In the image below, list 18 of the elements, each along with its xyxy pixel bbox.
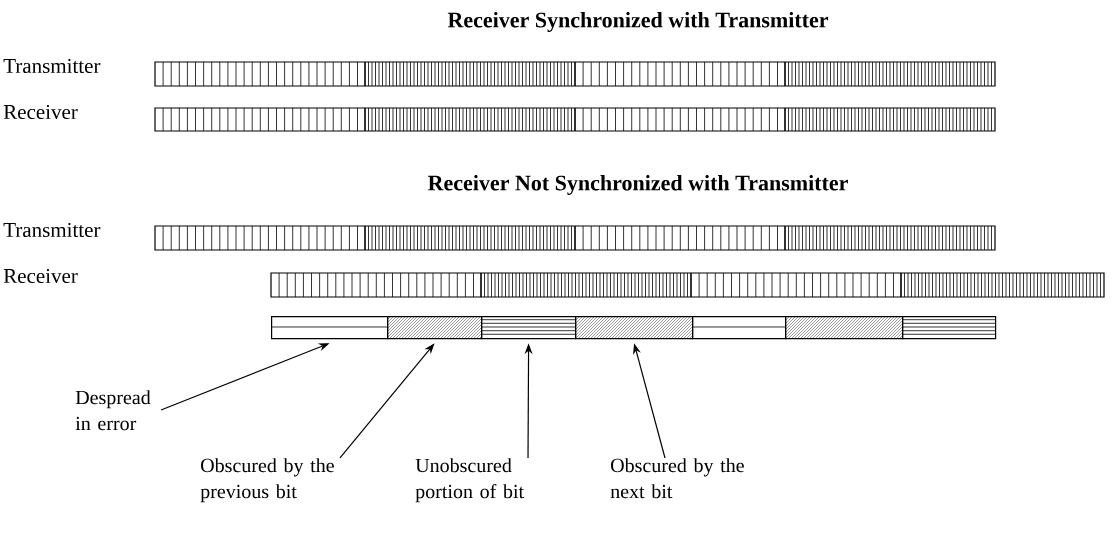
leader-arrow	[339, 343, 435, 459]
bit-segment	[387, 316, 483, 340]
callout-text: Unobscured portion of bit	[415, 458, 524, 503]
row-label: Transmitter	[3, 58, 101, 74]
callout-text: Obscured by the previous bit	[200, 458, 334, 503]
callout-text: Obscured by the next bit	[610, 458, 744, 499]
row-label: Receiver	[3, 104, 78, 120]
callout-text: Despread in error	[75, 390, 151, 431]
row-label: Receiver	[3, 268, 78, 284]
row-label: Transmitter	[3, 222, 101, 238]
bit-segment	[575, 316, 694, 340]
bit-segment	[901, 316, 997, 340]
section-heading: Receiver Synchronized with Transmitter	[447, 12, 829, 32]
bit-segment	[480, 316, 577, 340]
bit-segment	[691, 316, 787, 340]
bit-segment	[785, 316, 904, 340]
bit-segment	[270, 316, 389, 340]
section-heading: Receiver Not Synchronized with Transmitter	[428, 175, 848, 195]
